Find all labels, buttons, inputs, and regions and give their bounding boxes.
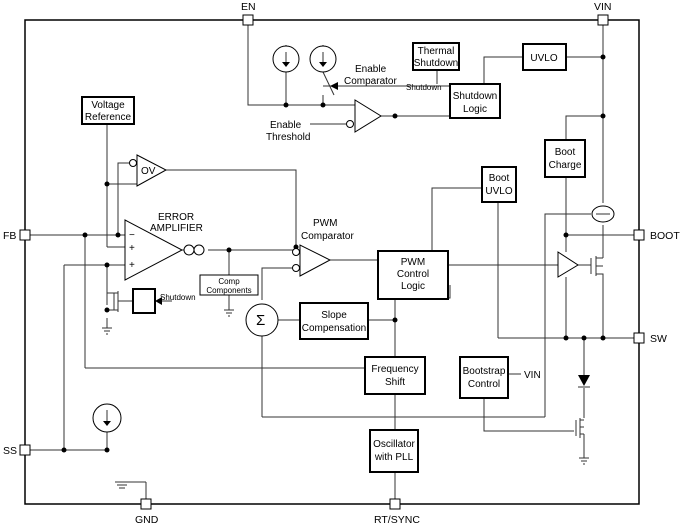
current-sources xyxy=(92,45,337,433)
pin-vin-label: VIN xyxy=(594,1,612,13)
svg-text:Bootstrap: Bootstrap xyxy=(463,366,506,377)
svg-text:Components: Components xyxy=(206,286,251,295)
svg-text:Shift: Shift xyxy=(385,377,405,388)
current-sense-icon xyxy=(591,205,615,223)
pin-gnd xyxy=(140,498,152,510)
svg-text:Voltage: Voltage xyxy=(91,100,125,111)
svg-text:Charge: Charge xyxy=(549,160,582,171)
pins: EN VIN FB BOOT SW SS GND RT/SYNC xyxy=(3,1,680,526)
svg-text:Thermal: Thermal xyxy=(418,46,455,57)
high-side-driver xyxy=(557,251,579,278)
pin-gnd-label: GND xyxy=(135,514,159,526)
pin-fb-label: FB xyxy=(3,230,16,242)
comp-components-block: Comp Components xyxy=(199,274,259,296)
svg-text:AMPLIFIER: AMPLIFIER xyxy=(150,223,203,234)
pin-en-label: EN xyxy=(241,1,256,13)
pin-fb xyxy=(19,229,31,241)
bootstrap-control-block: Bootstrap Control VIN xyxy=(459,356,541,399)
svg-text:Slope: Slope xyxy=(321,310,347,321)
uvlo-block: UVLO xyxy=(522,43,567,71)
svg-text:Boot: Boot xyxy=(555,147,576,158)
svg-text:PWM: PWM xyxy=(401,257,425,268)
svg-text:Comp: Comp xyxy=(218,277,240,286)
svg-text:VIN: VIN xyxy=(524,370,541,381)
svg-text:OV: OV xyxy=(141,166,156,177)
enable-comparator: Enable Comparator Enable Threshold Shutd… xyxy=(266,64,442,143)
oscillator-pll-block: Oscillator with PLL xyxy=(369,429,419,473)
enable-threshold-label-2: Threshold xyxy=(266,132,310,143)
ground-symbols xyxy=(102,309,589,489)
svg-text:Reference: Reference xyxy=(85,112,132,123)
ic-boundary xyxy=(24,19,640,505)
pwm-comparator: PWM Comparator xyxy=(292,218,354,277)
pin-rt-sync xyxy=(389,498,401,510)
ov-comparator: OV xyxy=(129,154,168,187)
error-amplifier: − + + ERROR AMPLIFIER xyxy=(124,212,205,281)
pin-rt-sync-label: RT/SYNC xyxy=(374,514,420,526)
pin-en xyxy=(242,14,254,26)
pin-ss-label: SS xyxy=(3,445,17,457)
pin-boot-label: BOOT xyxy=(650,230,680,242)
svg-text:Comparator: Comparator xyxy=(301,231,354,242)
pwm-control-logic-block: PWM Control Logic xyxy=(377,250,449,300)
svg-text:Shutdown: Shutdown xyxy=(453,91,497,102)
pin-sw-label: SW xyxy=(650,333,667,345)
svg-text:with PLL: with PLL xyxy=(374,452,414,463)
enable-comparator-label-1: Enable xyxy=(355,64,387,75)
svg-text:Σ: Σ xyxy=(256,312,265,329)
svg-text:+: + xyxy=(129,243,135,254)
svg-text:Oscillator: Oscillator xyxy=(373,439,415,450)
wires xyxy=(25,20,639,504)
boot-uvlo-block: Boot UVLO xyxy=(481,166,517,203)
svg-text:ERROR: ERROR xyxy=(158,212,194,223)
svg-text:PWM: PWM xyxy=(313,218,337,229)
svg-text:−: − xyxy=(129,230,135,241)
svg-text:Shutdown: Shutdown xyxy=(414,58,458,69)
pin-boot xyxy=(633,229,645,241)
svg-text:Frequency: Frequency xyxy=(371,364,418,375)
boot-charge-block: Boot Charge xyxy=(544,139,586,178)
diode-icon xyxy=(578,375,590,388)
enable-threshold-label-1: Enable xyxy=(270,120,302,131)
svg-text:Logic: Logic xyxy=(401,281,425,292)
pin-ss xyxy=(19,444,31,456)
frequency-shift-block: Frequency Shift xyxy=(364,356,426,395)
svg-text:UVLO: UVLO xyxy=(485,186,512,197)
shutdown-top-label: Shutdown xyxy=(406,83,442,92)
slope-compensation-block: Slope Compensation xyxy=(299,302,369,340)
summing-node: Σ xyxy=(245,303,279,337)
svg-text:Boot: Boot xyxy=(489,173,510,184)
svg-text:+: + xyxy=(129,260,135,271)
junction-dots xyxy=(61,54,606,453)
svg-text:Logic: Logic xyxy=(463,104,487,115)
svg-text:Control: Control xyxy=(468,379,500,390)
ss-discharge-switch: Shutdown xyxy=(132,288,196,314)
svg-text:Shutdown: Shutdown xyxy=(160,293,196,302)
enable-comparator-label-2: Comparator xyxy=(344,76,397,87)
shutdown-logic-block: Shutdown Logic xyxy=(449,83,501,119)
pin-vin xyxy=(597,14,609,26)
thermal-shutdown-block: Thermal Shutdown xyxy=(412,42,460,71)
svg-text:UVLO: UVLO xyxy=(530,53,557,64)
svg-text:Compensation: Compensation xyxy=(302,323,366,334)
pin-sw xyxy=(633,332,645,344)
voltage-reference-block: Voltage Reference xyxy=(81,96,135,125)
svg-text:Control: Control xyxy=(397,269,429,280)
